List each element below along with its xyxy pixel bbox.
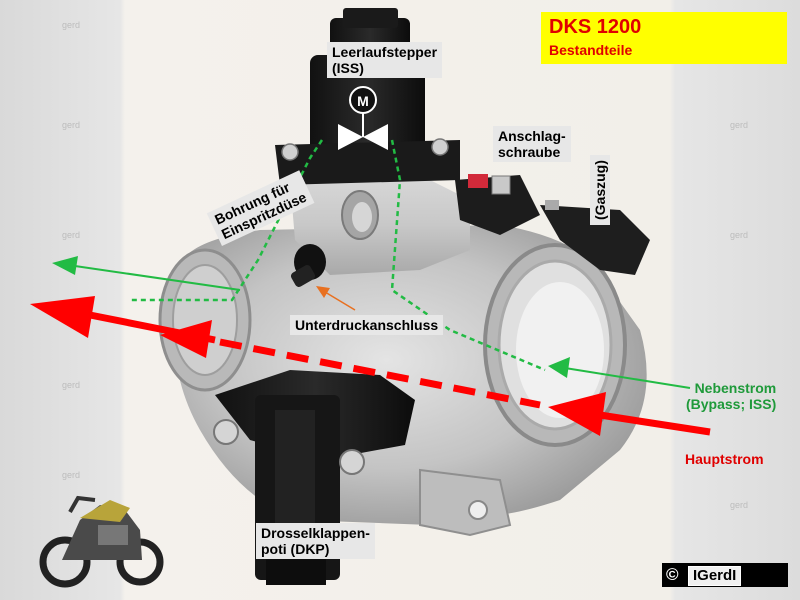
- watermark: gerd: [62, 380, 81, 390]
- label-throttle-sensor: Drosselklappen- poti (DKP): [256, 523, 375, 559]
- label-line: (ISS): [332, 60, 364, 76]
- label-line: Nebenstrom: [694, 380, 777, 396]
- copyright-symbol: ©: [666, 565, 679, 584]
- copyright-name: IGerdI: [688, 566, 742, 586]
- main-flow-path: [30, 296, 711, 436]
- motorcycle-icon: [39, 495, 164, 588]
- watermark: gerd: [62, 20, 81, 30]
- motor-symbol-letter: M: [357, 93, 369, 109]
- watermark: gerd: [730, 120, 749, 130]
- watermark: gerd: [62, 470, 81, 480]
- watermark: gerd: [62, 230, 81, 240]
- label-vacuum-port: Unterdruckanschluss: [290, 315, 444, 335]
- red-arrow-inlet-head: [548, 392, 606, 436]
- diagram-title: DKS 1200: [549, 16, 642, 38]
- label-line: Anschlag-: [498, 128, 566, 144]
- watermark: gerd: [62, 120, 81, 130]
- green-arrow-inlet: [548, 357, 691, 389]
- label-line: Unterdruckanschluss: [295, 317, 439, 333]
- vacuum-nipple: [290, 244, 326, 287]
- title-box: DKS 1200 Bestandteile: [541, 12, 787, 64]
- label-line: Drosselklappen-: [261, 525, 370, 541]
- green-arrow-outlet: [52, 256, 241, 291]
- label-line: (Bypass; ISS): [686, 396, 777, 412]
- stop-screw-assembly: [455, 174, 650, 275]
- red-arrow-outlet-head: [30, 296, 95, 338]
- copyright-badge: © IGerdI: [662, 563, 788, 587]
- motor-symbol: [338, 86, 388, 150]
- label-throttle-cable: (Gaszug): [590, 155, 610, 225]
- label-line: (Gaszug): [592, 160, 608, 220]
- label-main-flow: Hauptstrom: [685, 451, 764, 467]
- label-stop-screw: Anschlag- schraube: [493, 126, 571, 162]
- vacuum-pointer-arrow: [316, 286, 356, 311]
- label-line: Leerlaufstepper: [332, 44, 438, 60]
- watermark: gerd: [730, 500, 749, 510]
- diagram-subtitle: Bestandteile: [549, 42, 633, 58]
- label-line: poti (DKP): [261, 541, 330, 557]
- label-bypass-flow: Nebenstrom (Bypass; ISS): [686, 380, 776, 412]
- label-line: schraube: [498, 144, 561, 160]
- label-idle-stepper: Leerlaufstepper (ISS): [327, 42, 443, 78]
- red-arrow-mid-head: [160, 320, 212, 358]
- bypass-path: [130, 139, 546, 372]
- watermark: gerd: [730, 230, 749, 240]
